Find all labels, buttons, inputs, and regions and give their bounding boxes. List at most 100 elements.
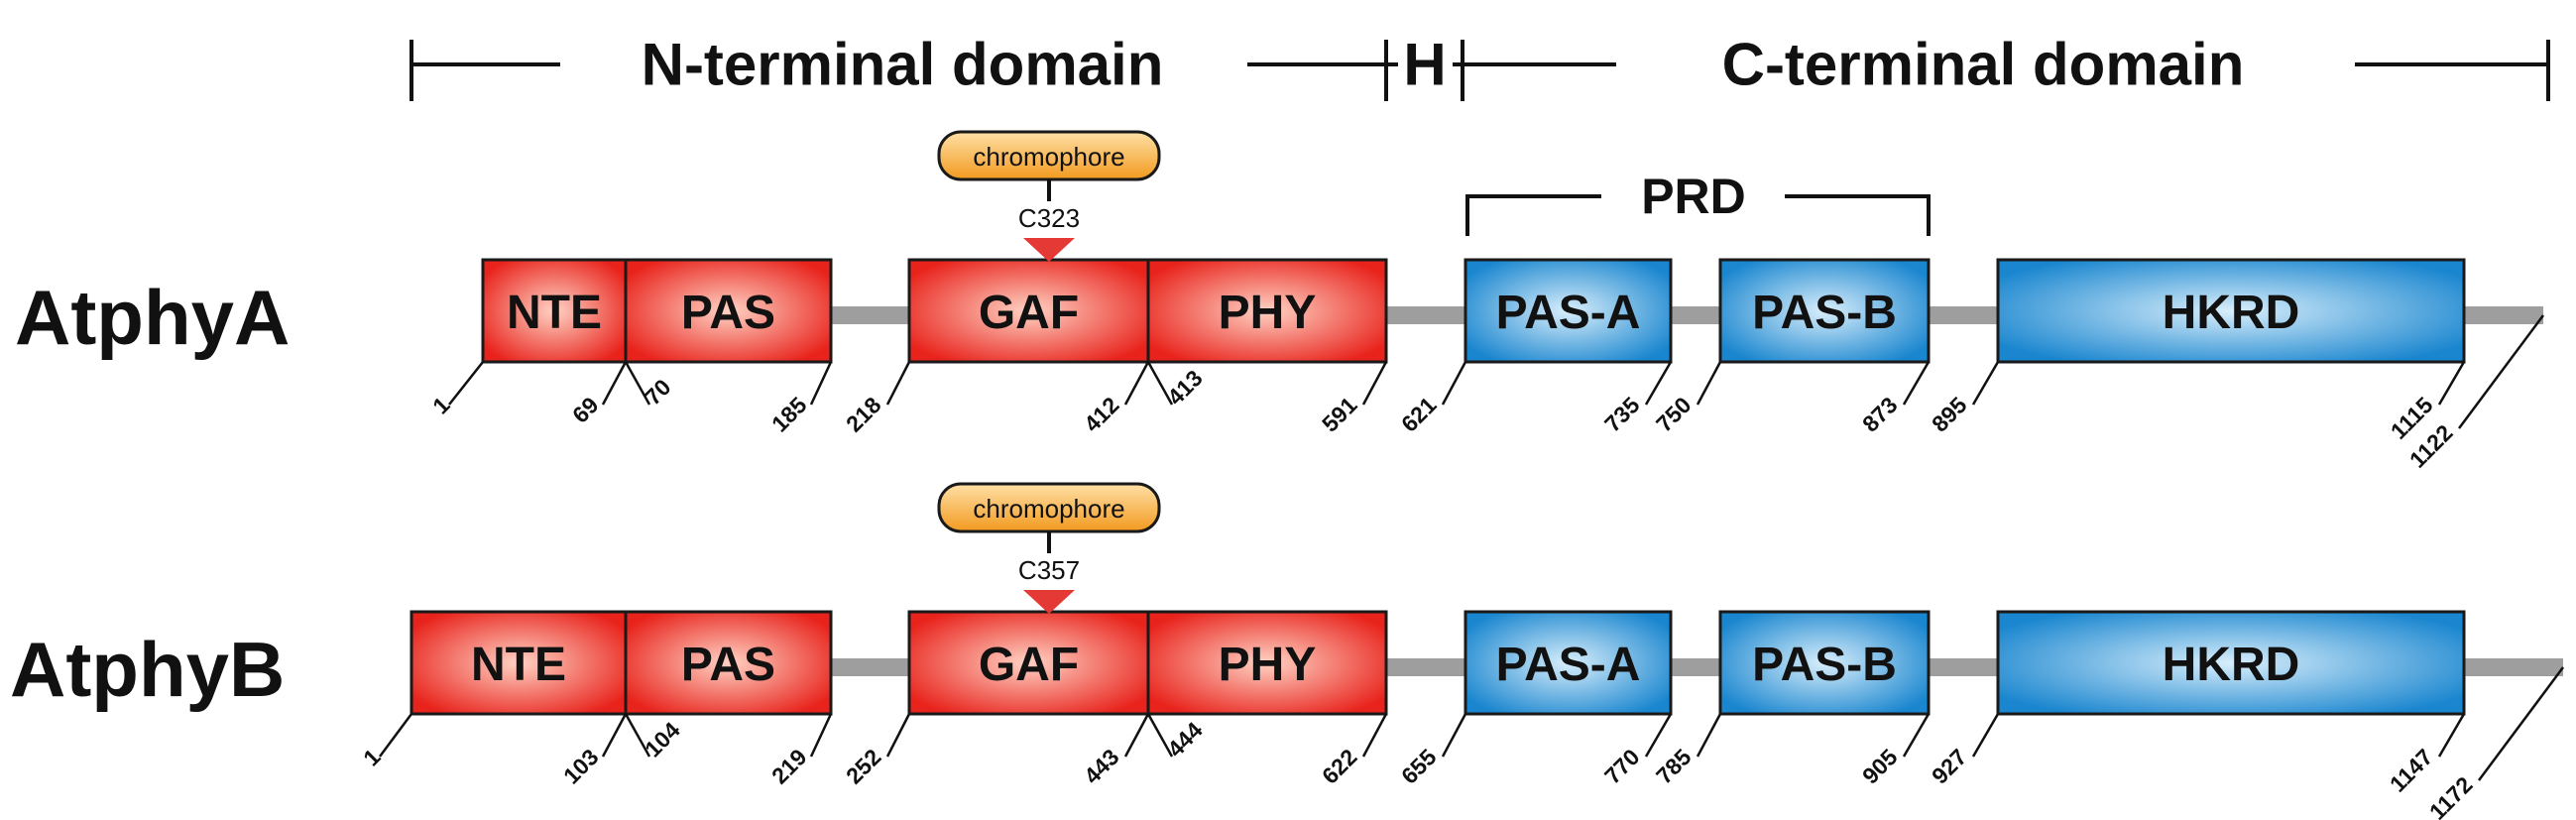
domain-label: HKRD [2163,639,2300,691]
cysteine-marker-icon [1023,238,1075,262]
position-tick [1146,713,1174,758]
position-tick [809,361,833,406]
position-label: 622 [1317,744,1362,789]
position-label: 1 [358,744,386,771]
position-tick [809,713,833,758]
position-label: 252 [841,744,886,789]
position-label: 1172 [2424,771,2478,820]
position-label: 103 [558,744,604,789]
prd-label: PRD [1641,169,1746,224]
region-label-c-terminal: C-terminal domain [1722,32,2245,98]
position-label: 218 [841,392,886,437]
position-tick [448,361,484,406]
domain-box-pas-b [1718,258,1931,364]
domain-label: PHY [1219,639,1317,691]
protein-row-atphyb: AtphyB NTE PAS GAF PHY PAS-A PAS-B HKRD chromoph… [10,482,2565,820]
chromophore-label: chromophore [973,142,1124,172]
prd-bracket-right [1785,194,1931,236]
domain-label: PAS-B [1752,287,1897,339]
position-label: 770 [1599,744,1645,789]
protein-row-atphya: AtphyA NTE PAS GAF PHY PAS-A PAS-B HKRD chromoph… [15,130,2545,473]
domain-box-nte [410,610,628,716]
position-tick [1123,361,1150,406]
position-label: 905 [1857,744,1903,789]
position-tick [2477,666,2565,781]
domain-label: NTE [507,287,602,339]
position-tick [885,713,911,758]
domain-box-nte [481,258,628,364]
domain-box-pas [624,258,833,364]
position-tick [2437,361,2466,406]
protein-name: AtphyB [10,626,285,713]
domain-box-pas-a [1464,610,1673,716]
domain-box-phy [1146,258,1388,364]
region-label-n-terminal: N-terminal domain [642,32,1164,98]
position-label: 655 [1396,744,1442,789]
protein-rows: AtphyA NTE PAS GAF PHY PAS-A PAS-B HKRD chromoph… [10,130,2565,820]
position-tick [624,713,651,758]
position-tick [624,361,651,406]
domain-box-phy [1146,610,1388,716]
position-label: 785 [1651,744,1697,789]
position-tick [1902,713,1931,758]
position-label: 443 [1079,744,1124,789]
position-tick [601,713,628,758]
position-tick [378,713,413,758]
position-label: 621 [1396,392,1442,437]
position-label: 185 [766,392,812,437]
position-label: 1147 [2385,744,2438,797]
domain-label: PAS [681,639,775,691]
domain-label: PHY [1219,287,1317,339]
position-label: 927 [1927,744,1972,789]
position-tick [1644,361,1673,406]
domain-box-hkrd [1996,258,2466,364]
position-label: 750 [1651,392,1697,437]
region-label-hinge: H [1403,32,1446,98]
position-label: 735 [1599,392,1645,437]
position-tick [1971,361,2000,406]
position-tick [1146,361,1174,406]
domain-label: GAF [979,639,1079,691]
position-tick [601,361,628,406]
chromophore-label: chromophore [973,494,1124,524]
domain-label: HKRD [2163,287,2300,339]
position-tick [2457,314,2545,429]
domain-box-gaf [907,258,1150,364]
domain-label: PAS-A [1496,639,1641,691]
position-tick [1696,713,1722,758]
position-tick [1441,713,1467,758]
position-label: 895 [1927,392,1972,437]
position-label: 69 [567,392,603,427]
position-tick [2437,713,2466,758]
position-label: 70 [640,374,675,410]
prd-bracket: PRD [1465,169,1931,236]
domain-label: GAF [979,287,1079,339]
prd-bracket-left [1465,194,1601,236]
position-label: 873 [1857,392,1903,437]
domain-label: PAS-A [1496,287,1641,339]
position-label: 219 [766,744,812,789]
domain-label: PAS [681,287,775,339]
position-tick [1971,713,2000,758]
position-tick [1441,361,1467,406]
cysteine-label: C357 [1018,555,1080,585]
position-label: 444 [1162,717,1208,762]
position-tick [1361,361,1388,406]
position-label: 412 [1079,392,1124,437]
position-tick [1361,713,1388,758]
cysteine-marker-icon [1023,590,1075,614]
domain-box-pas-b [1718,610,1931,716]
region-brackets: N-terminal domain H C-terminal domain [410,32,2550,101]
position-label: 591 [1317,392,1362,437]
position-tick [1644,713,1673,758]
domain-box-hkrd [1996,610,2466,716]
position-tick [1902,361,1931,406]
domain-label: NTE [471,639,566,691]
position-label: 104 [640,717,685,762]
cysteine-label: C323 [1018,203,1080,233]
position-tick [885,361,911,406]
position-tick [1123,713,1150,758]
domain-label: PAS-B [1752,639,1897,691]
protein-name: AtphyA [15,274,290,361]
